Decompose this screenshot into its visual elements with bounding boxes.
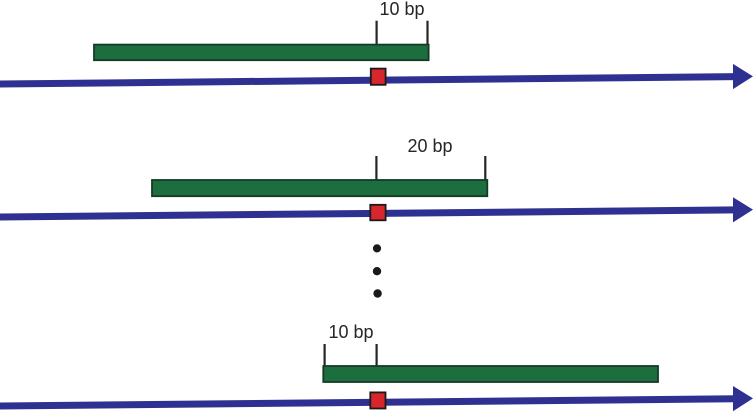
ellipsis-dot-1 xyxy=(372,244,382,253)
strand-arrow-shaft-1 xyxy=(0,73,737,88)
marker-square-2 xyxy=(369,203,387,222)
probe-bar-1 xyxy=(93,43,430,62)
distance-label-2: 20 bp xyxy=(407,136,452,156)
distance-label-3: 10 bp xyxy=(328,322,373,342)
ellipsis-dot-3 xyxy=(373,289,382,298)
strand-arrow-shaft-2 xyxy=(0,206,737,221)
diagram-row-3: 10 bp xyxy=(0,322,753,412)
diagram-row-2: 20 bp xyxy=(0,136,753,223)
distance-label-1: 10 bp xyxy=(379,0,424,19)
strand-arrow-head-2 xyxy=(733,197,753,223)
probe-bar-2 xyxy=(151,179,489,198)
ellipsis-dots xyxy=(372,244,382,298)
strand-arrow-shaft-3 xyxy=(0,395,737,410)
strand-arrow-head-3 xyxy=(733,386,753,412)
ellipsis-dot-2 xyxy=(372,267,382,276)
strand-arrow-head-1 xyxy=(733,63,753,90)
diagram-row-1: 10 bp xyxy=(0,0,753,90)
marker-square-3 xyxy=(369,391,387,410)
marker-square-1 xyxy=(369,67,387,86)
probe-bar-3 xyxy=(322,365,659,383)
